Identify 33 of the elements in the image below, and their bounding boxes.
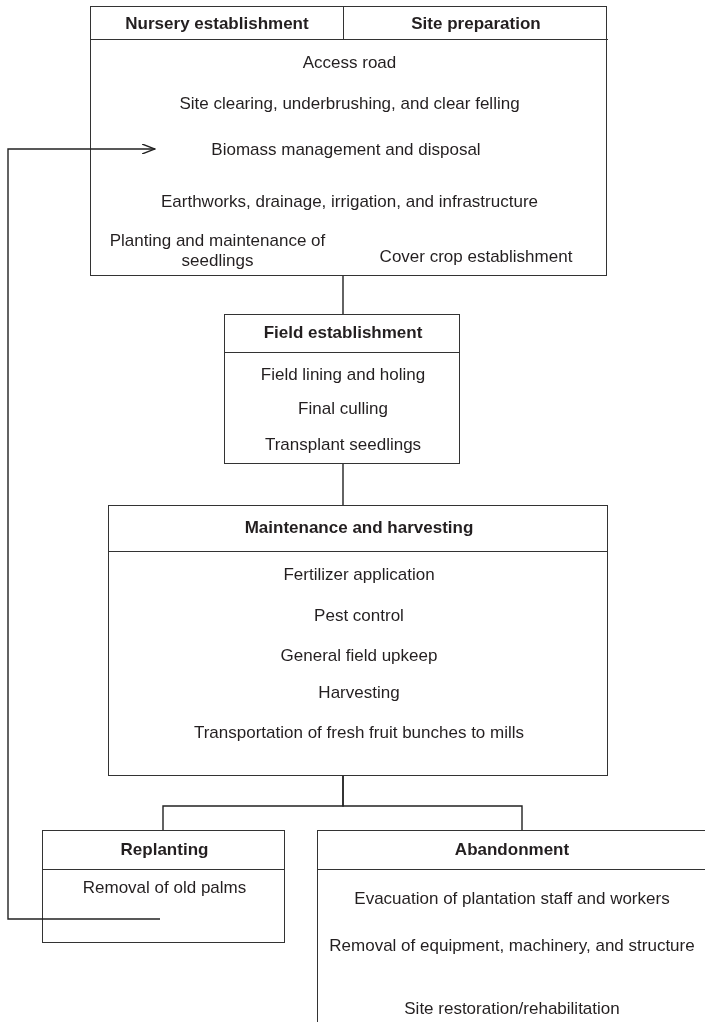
list-item: Transplant seedlings [263, 435, 423, 456]
column-header: Nursery establishment [91, 7, 344, 40]
connector-line [342, 275, 344, 315]
stage-box [317, 830, 705, 1022]
list-item: Site clearing, underbrushing, and clear felling [178, 94, 521, 115]
stage-box [108, 505, 608, 776]
list-item: Pest control [313, 606, 405, 627]
list-item: Fertilizer application [282, 565, 436, 586]
stage-box [90, 6, 607, 276]
list-item: Access road [301, 53, 398, 74]
list-item: Earthworks, drainage, irrigation, and infrastructure [160, 192, 539, 213]
column-header: Site preparation [344, 7, 608, 40]
list-item: Harvesting [317, 683, 401, 704]
list-item: Planting and maintenance of seedlings [108, 231, 327, 272]
list-item: General field upkeep [279, 646, 439, 667]
arrow [7, 143, 161, 920]
list-item: Transportation of fresh fruit bunches to mills [192, 723, 526, 744]
list-item: Evacuation of plantation staff and workers [353, 889, 671, 910]
list-item: Biomass management and disposal [156, 138, 536, 162]
stage-box [224, 314, 460, 464]
connector-line [342, 463, 344, 506]
stage-box [42, 830, 285, 943]
box-heading: Replanting [119, 840, 210, 861]
connector-line [342, 775, 523, 831]
list-item: Removal of old palms [81, 878, 248, 899]
list-item: Cover crop establishment [378, 247, 574, 268]
box-heading: Maintenance and harvesting [243, 518, 475, 539]
box-heading: Abandonment [453, 840, 571, 861]
list-item: Field lining and holing [259, 365, 427, 386]
box-heading: Field establishment [262, 323, 424, 344]
list-item: Removal of equipment, machinery, and structure [328, 936, 696, 957]
list-item: Site restoration/rehabilitation [403, 999, 621, 1020]
list-item: Final culling [297, 399, 389, 420]
